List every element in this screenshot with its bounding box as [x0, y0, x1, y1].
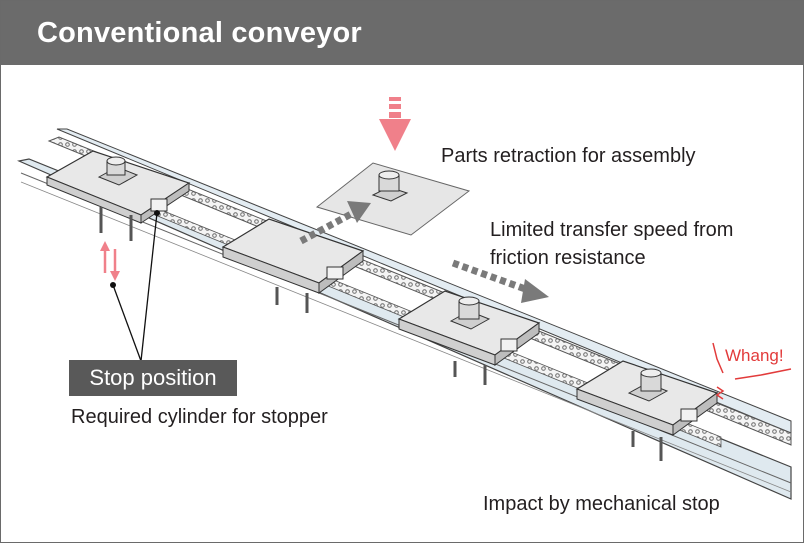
retraction-arrow-icon [299, 201, 371, 245]
impact-marks-icon [712, 342, 792, 400]
page-title: Conventional conveyor [37, 17, 362, 49]
whang-label: Whang! [725, 346, 784, 365]
pallet-1 [45, 150, 191, 241]
pallet-2 [221, 218, 365, 313]
insert-arrow-icon [379, 97, 411, 151]
transfer-arrow-icon [451, 259, 549, 303]
stop-position-badge: Stop position [69, 360, 237, 396]
assembly-station [315, 162, 471, 236]
header-bar: Conventional conveyor [1, 1, 803, 65]
limited-speed-label-line2: friction resistance [490, 247, 646, 269]
limited-speed-label-line1: Limited transfer speed from [490, 219, 734, 241]
stop-position-leader [110, 210, 160, 362]
parts-retraction-label: Parts retraction for assembly [441, 145, 696, 167]
required-cylinder-label: Required cylinder for stopper [71, 406, 328, 428]
cylinder-motion-icon [100, 241, 120, 281]
pallet-3 [397, 290, 541, 385]
pallet-4 [575, 360, 719, 461]
impact-label: Impact by mechanical stop [483, 493, 720, 515]
